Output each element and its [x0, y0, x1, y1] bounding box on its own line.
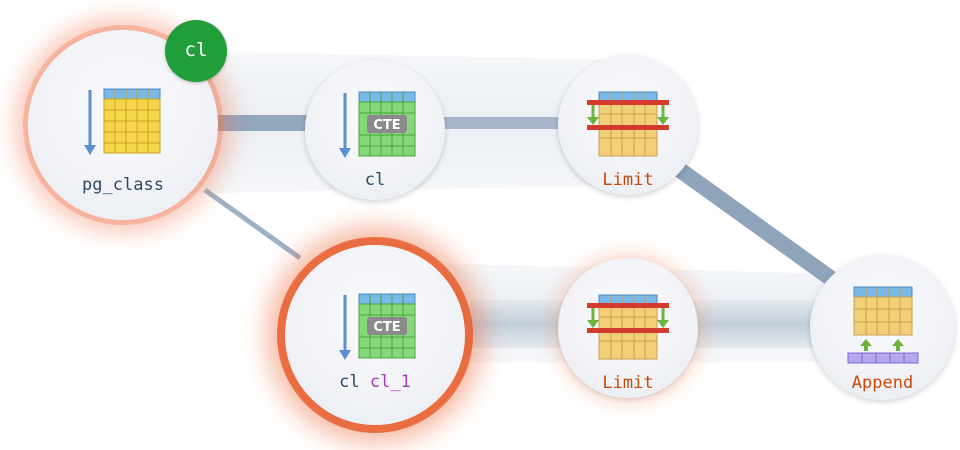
cte-scan-icon: CTE: [339, 293, 416, 360]
node-label: cl: [364, 170, 386, 190]
edge-limit-to-append-bottom: [690, 300, 815, 348]
node-cl-cte[interactable]: CTE cl: [305, 60, 445, 200]
seq-scan-table-icon: [84, 88, 161, 155]
svg-text:CTE: CTE: [373, 118, 400, 133]
edge-pgclass-to-cl1: [203, 187, 302, 261]
node-label-alias: cl_1: [369, 372, 411, 392]
node-append[interactable]: Append: [810, 255, 955, 400]
node-label: pg_class: [82, 175, 164, 195]
svg-text:CTE: CTE: [373, 320, 400, 335]
node-label: cl cl_1: [285, 372, 465, 392]
edge-pgclass-to-cl: [215, 115, 315, 131]
edge-limit-to-append: [675, 163, 845, 292]
node-limit-top[interactable]: Limit: [558, 55, 698, 195]
edge-cl1-to-limit: [470, 300, 570, 348]
edge-cl-to-limit: [440, 117, 565, 129]
limit-icon: [587, 294, 669, 360]
append-icon: [847, 286, 919, 364]
node-label: Limit: [602, 170, 654, 190]
cte-badge: cl: [165, 20, 227, 82]
node-label: Limit: [602, 373, 654, 393]
limit-icon: [587, 91, 669, 157]
node-cl1-cte[interactable]: CTE cl cl_1: [285, 245, 465, 425]
node-label: Append: [851, 373, 914, 393]
node-limit-bottom[interactable]: Limit: [558, 258, 698, 398]
node-label-name: cl: [339, 372, 360, 392]
cte-scan-icon: CTE: [339, 91, 416, 158]
